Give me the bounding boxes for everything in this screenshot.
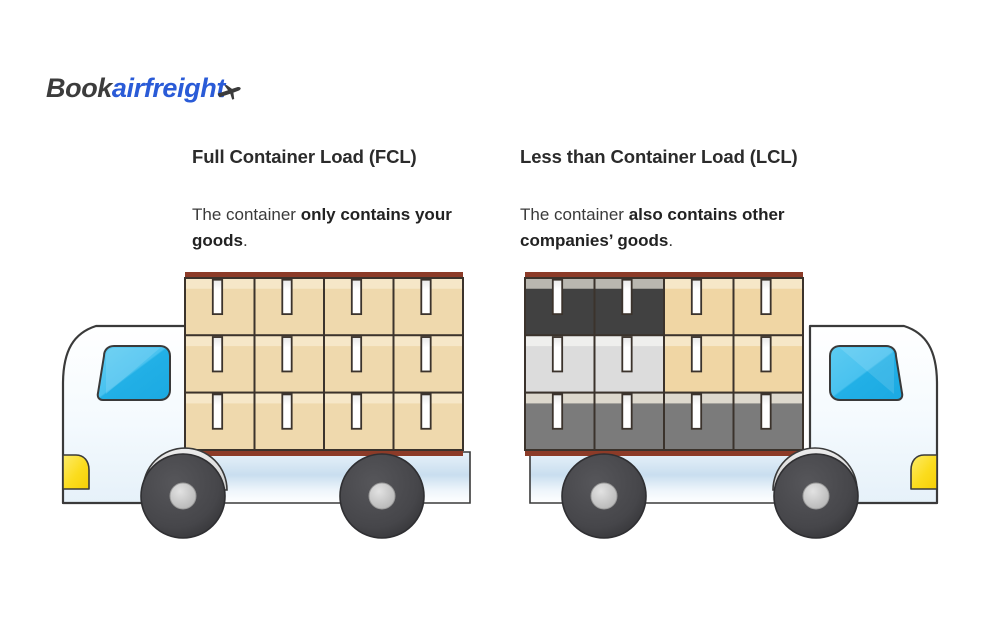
lcl-box-label (760, 393, 772, 430)
fcl-box-label (211, 336, 224, 373)
truck-fcl-chassis (62, 451, 471, 504)
lcl-box-label (551, 393, 564, 430)
lcl-box-label (551, 336, 564, 373)
fcl-box-label (281, 393, 293, 430)
lcl-box (593, 334, 665, 394)
fcl-box-label (211, 393, 224, 430)
truck-fcl-cargo (184, 272, 464, 456)
cargo-top-rail (525, 272, 803, 279)
fcl-box (323, 391, 395, 451)
cargo-bottom-rail (525, 449, 803, 456)
lcl-box-grid (524, 277, 804, 451)
fcl-box (253, 277, 325, 337)
brand-name-airfreight: airfreight (111, 73, 225, 103)
lcl-box (663, 391, 735, 451)
fcl-box (392, 277, 464, 337)
lcl-box (524, 391, 596, 451)
lcl-box (732, 277, 804, 337)
truck-fcl (61, 272, 471, 539)
fcl-box (184, 334, 256, 394)
fcl-box-label (281, 278, 293, 316)
fcl-box-label (420, 393, 432, 430)
panel-lcl-desc-tail: . (668, 231, 674, 250)
lcl-box-label (551, 278, 564, 316)
fcl-box (184, 277, 256, 337)
fcl-box-label (420, 278, 432, 316)
panel-fcl-description: The container only contains your goods. (192, 202, 492, 254)
fcl-box-label (420, 336, 432, 373)
fcl-box (323, 277, 395, 337)
brand-name-book: Book (46, 73, 112, 103)
fcl-box-label (281, 336, 293, 373)
truck-fcl-cab (61, 324, 192, 505)
truck-lcl-rear-wheel (561, 453, 647, 539)
lcl-box-label (760, 336, 772, 373)
lcl-box-label (760, 278, 772, 316)
truck-fcl-front-wheel-arch (142, 447, 228, 491)
truck-lcl-cargo (524, 272, 804, 456)
fcl-box (392, 334, 464, 394)
lcl-box-label (621, 278, 633, 316)
panel-fcl-desc-bold: only contains your goods (192, 205, 452, 250)
lcl-box (732, 391, 804, 451)
truck-fcl-front-wheel (140, 453, 226, 539)
panel-fcl-desc-tail: . (243, 231, 248, 250)
lcl-box-label (621, 336, 633, 373)
lcl-box-label (690, 336, 703, 373)
panel-lcl-desc-bold: also contains other companies’ goods (520, 205, 785, 250)
panel-fcl: Full Container Load (FCL) The container … (192, 146, 492, 254)
panel-fcl-title: Full Container Load (FCL) (192, 146, 417, 167)
lcl-box (524, 277, 596, 337)
lcl-box (593, 277, 665, 337)
fcl-box-grid (184, 277, 464, 451)
lcl-box-label (621, 393, 633, 430)
fcl-box-label (350, 393, 363, 430)
airplane-icon (216, 82, 242, 105)
cargo-top-rail (185, 272, 463, 279)
truck-lcl-front-wheel-arch (772, 447, 858, 491)
panel-lcl: Less than Container Load (LCL) The conta… (520, 146, 860, 254)
lcl-box (732, 334, 804, 394)
truck-lcl-chassis (529, 451, 938, 504)
truck-fcl-rear-wheel (339, 453, 425, 539)
panel-lcl-description: The container also contains other compan… (520, 202, 860, 254)
lcl-box-label (690, 278, 703, 316)
fcl-box (323, 334, 395, 394)
truck-lcl (524, 272, 939, 539)
fcl-box-label (211, 278, 224, 316)
fcl-box (253, 334, 325, 394)
fcl-box-label (350, 336, 363, 373)
lcl-box-label (690, 393, 703, 430)
panel-lcl-title: Less than Container Load (LCL) (520, 146, 798, 167)
fcl-box (392, 391, 464, 451)
lcl-box (663, 334, 735, 394)
truck-lcl-cab (808, 324, 939, 505)
lcl-box (524, 334, 596, 394)
lcl-box (663, 277, 735, 337)
fcl-box-label (350, 278, 363, 316)
truck-fcl-headlight (62, 454, 90, 490)
fcl-box (184, 391, 256, 451)
truck-lcl-headlight (910, 454, 938, 490)
panel-lcl-desc-lead: The container (520, 205, 629, 224)
cargo-bottom-rail (185, 449, 463, 456)
truck-lcl-window (829, 345, 904, 401)
truck-lcl-front-wheel (773, 453, 859, 539)
panel-fcl-desc-lead: The container (192, 205, 301, 224)
truck-fcl-window (96, 345, 171, 401)
brand-logo[interactable]: Book airfreight (46, 62, 242, 102)
lcl-box (593, 391, 665, 451)
fcl-box (253, 391, 325, 451)
